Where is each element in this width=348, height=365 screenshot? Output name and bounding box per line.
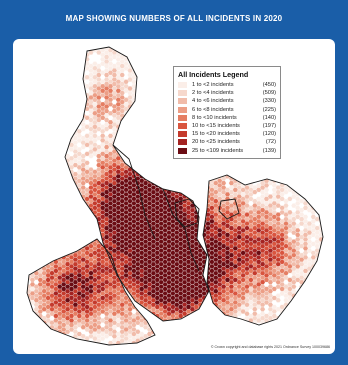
- legend-swatch: [178, 90, 187, 97]
- copyright-credit: © Crown copyright and database rights 20…: [210, 345, 330, 349]
- legend-item: 25 to <109 incidents (139): [178, 147, 276, 155]
- hexbin-layer: [203, 175, 323, 325]
- legend-items: 1 to <2 incidents (450) 2 to <4 incidents (…: [178, 81, 276, 155]
- legend-title: All Incidents Legend: [178, 70, 249, 79]
- legend-swatch: [178, 147, 187, 154]
- legend-swatch: [178, 131, 187, 138]
- legend-label: 15 to <20 incidents: [192, 131, 240, 138]
- legend-item: 1 to <2 incidents (450): [178, 81, 276, 89]
- legend-swatch: [178, 139, 187, 146]
- legend-label: 6 to <8 incidents: [192, 106, 234, 113]
- legend-count: (139): [262, 147, 276, 154]
- legend-swatch: [178, 82, 187, 89]
- legend-count: (509): [262, 90, 276, 97]
- legend-swatch: [178, 123, 187, 130]
- internal-boundary-1: [162, 188, 200, 272]
- legend-label: 8 to <10 incidents: [192, 114, 237, 121]
- internal-boundary-2: [112, 144, 156, 240]
- legend-swatch: [178, 114, 187, 121]
- map-panel: All Incidents Legend 1 to <2 incidents (4…: [13, 39, 335, 354]
- legend-label: 10 to <15 incidents: [192, 123, 240, 130]
- map-legend: All Incidents Legend 1 to <2 incidents (4…: [173, 66, 281, 159]
- legend-count: (120): [262, 131, 276, 138]
- legend-count: (72): [265, 139, 276, 146]
- legend-item: 8 to <10 incidents (140): [178, 114, 276, 122]
- legend-item: 10 to <15 incidents (197): [178, 122, 276, 130]
- legend-item: 15 to <20 incidents (120): [178, 130, 276, 138]
- map-title: MAP SHOWING NUMBERS OF ALL INCIDENTS IN …: [65, 14, 283, 23]
- legend-label: 2 to <4 incidents: [192, 90, 234, 97]
- legend-count: (197): [262, 123, 276, 130]
- legend-count: (330): [262, 98, 276, 105]
- legend-label: 1 to <2 incidents: [192, 82, 234, 89]
- hex-map: [26, 46, 324, 346]
- internal-boundary-3: [174, 198, 200, 228]
- hexbin-layer: [65, 47, 209, 321]
- legend-item: 2 to <4 incidents (509): [178, 89, 276, 97]
- legend-item: 4 to <6 incidents (330): [178, 97, 276, 105]
- hexbin-layer: [203, 175, 278, 314]
- legend-swatch: [178, 106, 187, 113]
- legend-label: 25 to <109 incidents: [192, 147, 244, 154]
- legend-swatch: [178, 98, 187, 105]
- legend-label: 20 to <25 incidents: [192, 139, 240, 146]
- district-boundaries: [26, 46, 324, 346]
- legend-label: 4 to <6 incidents: [192, 98, 234, 105]
- legend-count: (450): [262, 82, 276, 89]
- legend-count: (140): [262, 114, 276, 121]
- legend-count: (225): [262, 106, 276, 113]
- internal-boundary-4: [218, 198, 240, 220]
- hexbin-layer: [203, 175, 262, 310]
- legend-item: 6 to <8 incidents (225): [178, 106, 276, 114]
- legend-item: 20 to <25 incidents (72): [178, 138, 276, 146]
